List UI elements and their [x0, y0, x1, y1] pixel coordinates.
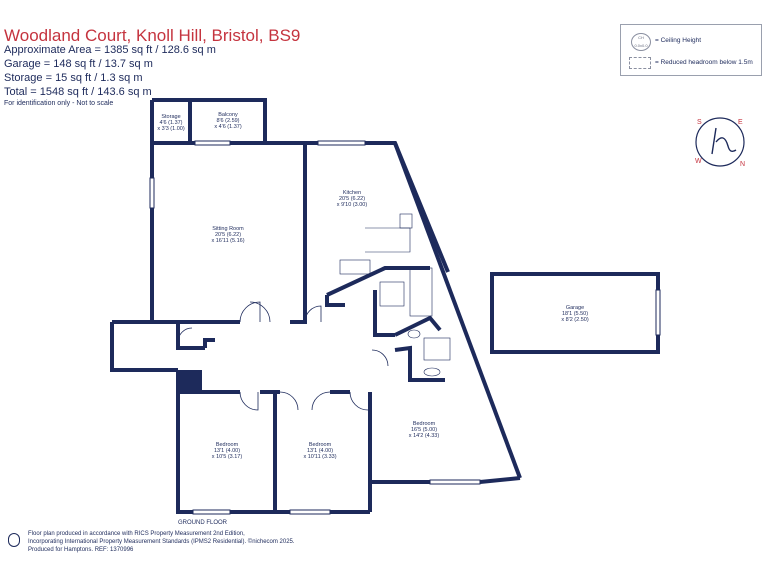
bed3-bottom-right [479, 476, 521, 484]
sitting-room-dim1: 20'5 (6.22) [215, 232, 241, 238]
bedroom1-dim2: x 10'5 (3.17) [212, 454, 243, 460]
bedroom2-dim1: 13'1 (4.00) [307, 448, 333, 454]
kitchen-door [304, 305, 322, 323]
footer-logo-icon [8, 533, 20, 547]
reduced-headroom-icon [629, 57, 651, 69]
hall-top-wall [112, 320, 205, 350]
sitting-right-wall [260, 141, 307, 324]
compass-h-glyph [711, 127, 737, 155]
footer-line-3: Produced for Hamptons. REF: 1370996 [28, 547, 134, 553]
footer-line-1: Floor plan produced in accordance with R… [28, 531, 245, 537]
compass-n: N [740, 161, 745, 168]
balcony-dim1: 8'6 (2.59) [216, 118, 239, 124]
bed2-door-a [279, 391, 299, 411]
bed1-left-wall [176, 370, 193, 514]
bedroom1-name: Bedroom [216, 442, 239, 448]
ceiling-height-icon: CH 0.0x0.0 [631, 33, 651, 51]
storage-name: Storage [161, 114, 180, 120]
garage-dim1: 18'1 (5.50) [562, 311, 588, 317]
kitchen-dim2: x 9'10 (3.00) [337, 202, 368, 208]
storage-area: Storage = 15 sq ft / 1.3 sq m [4, 72, 143, 84]
bed3-window [429, 479, 481, 485]
shower-tray-2 [423, 337, 451, 361]
balcony-dim2: x 4'6 (1.37) [214, 124, 242, 130]
balcony-window [194, 140, 231, 146]
sitting-door [239, 301, 261, 323]
kitchen-corner [325, 295, 345, 307]
bed1-door [239, 391, 259, 411]
ceiling-height-label: = Ceiling Height [655, 37, 702, 44]
bath1-wall [373, 290, 395, 337]
bath2-wall [394, 345, 445, 382]
garage-dim2: x 8'2 (2.50) [561, 317, 589, 323]
shower-tray [379, 281, 405, 307]
footer-text: Floor plan produced in accordance with R… [28, 530, 295, 554]
cupboard-block [180, 370, 202, 392]
compass-circle [695, 117, 745, 167]
kitchen-bottom [326, 266, 430, 297]
reduced-headroom-label: = Reduced headroom below 1.5m [655, 59, 753, 66]
bedroom3-dim2: x 14'2 (4.33) [409, 433, 440, 439]
kitchen-dim1: 20'5 (6.22) [339, 196, 365, 202]
hall-nib [203, 338, 215, 348]
sitting-window [149, 177, 155, 209]
footer-line-2: Incorporating International Property Mea… [28, 539, 295, 545]
entry-wall [110, 322, 148, 372]
basin [423, 367, 441, 377]
kitchen-window [317, 140, 366, 146]
compass-s: S [697, 119, 702, 126]
sitting-door-2 [249, 301, 271, 323]
bath-door [371, 349, 389, 367]
bedroom1-dim1: 13'1 (4.00) [214, 448, 240, 454]
compass-e: E [738, 119, 743, 126]
approx-area: Approximate Area = 1385 sq ft / 128.6 sq… [4, 44, 216, 56]
bath-tub [409, 267, 433, 317]
kitchen-counter [365, 227, 411, 253]
garage-window [655, 289, 661, 336]
floor-label: GROUND FLOOR [178, 520, 228, 526]
identification-note: For identification only - Not to scale [4, 100, 114, 107]
bath-diag [394, 315, 442, 337]
right-diagonal-wall [393, 142, 522, 479]
kitchen-hob [339, 259, 371, 275]
property-title: Woodland Court, Knoll Hill, Bristol, BS9 [4, 26, 301, 45]
sitting-room-name: Sitting Room [212, 226, 244, 232]
balcony-name: Balcony [218, 112, 238, 118]
entry-door [177, 327, 193, 343]
kitchen-name: Kitchen [343, 190, 361, 196]
storage-dim2: x 3'3 (1.00) [157, 126, 185, 132]
bedroom3-name: Bedroom [413, 421, 436, 427]
garage-area: Garage = 148 sq ft / 13.7 sq m [4, 58, 153, 70]
garage-wall [490, 272, 660, 354]
bedroom2-dim2: x 10'11 (3.33) [303, 454, 336, 460]
bed2-door-b [311, 391, 331, 411]
total-area: Total = 1548 sq ft / 143.6 sq m [4, 86, 152, 98]
kitchen-sink [399, 213, 413, 229]
legend-box: CH 0.0x0.0 = Ceiling Height = Reduced he… [620, 24, 762, 76]
bedroom3-dim1: 16'5 (5.00) [411, 427, 437, 433]
garage-name: Garage [566, 305, 584, 311]
toilet [407, 329, 421, 339]
compass-w: W [695, 158, 702, 165]
balcony-wall [190, 98, 267, 145]
bed1-window [192, 509, 231, 515]
compass-logo: S E W N [695, 117, 745, 168]
bedroom2-name: Bedroom [309, 442, 332, 448]
storage-dim1: 4'6 (1.37) [159, 120, 182, 126]
bed2-window [289, 509, 331, 515]
sitting-room-dim2: x 16'11 (5.16) [211, 238, 244, 244]
bed2-door-c [349, 391, 369, 411]
